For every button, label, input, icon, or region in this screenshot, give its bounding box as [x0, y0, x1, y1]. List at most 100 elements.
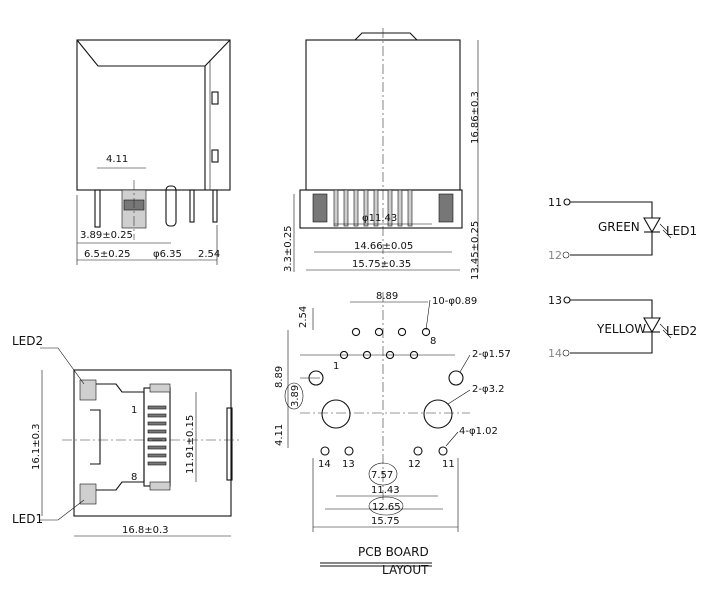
pcb-post-hole-right: [423, 399, 453, 429]
led2-ray-2: [662, 329, 672, 339]
led2-diode: [643, 317, 661, 334]
front-port-clip: [90, 409, 101, 465]
pin-13: 13: [548, 294, 562, 307]
front-pin-1: 1: [131, 405, 137, 416]
pcb-pin-11: 11: [442, 459, 455, 470]
pcb-hole: [351, 327, 361, 337]
pcb-shield-hole-left: [308, 370, 324, 386]
dim-889-left: 8.89: [274, 366, 285, 388]
leader-2-32: [447, 389, 471, 405]
rear-pin: [353, 189, 359, 227]
dim-389-bubble: [284, 382, 304, 410]
pcb-hole: [409, 350, 419, 360]
front-contact: [147, 421, 167, 426]
dim-1265: 12.65: [372, 502, 401, 513]
side-pin-mid: [189, 189, 195, 223]
front-top-latch: [149, 383, 171, 393]
dim-65: 6.5±0.25: [84, 249, 131, 260]
dim-254-pcb: 2.54: [298, 306, 309, 328]
rear-pin-row: [333, 189, 413, 227]
led1-ray-2: [662, 229, 672, 239]
front-pin-8: 8: [131, 472, 137, 483]
pcb-pin-8: 8: [430, 336, 436, 347]
pcb-hole: [362, 350, 372, 360]
pcb-led-hole-11: [438, 446, 448, 456]
side-latch-slot-2: [211, 149, 219, 163]
rear-pin: [387, 189, 393, 227]
led1-label: LED1: [666, 224, 697, 238]
front-bottom-latch: [149, 481, 171, 491]
led2-ray-1: [659, 323, 669, 333]
dim-254: 2.54: [198, 249, 220, 260]
dim-33: 3.3±0.25: [283, 225, 294, 272]
front-view: 1 8 LED2 LED1 16.1±0.3 11.91±0.15 16.8±0…: [12, 334, 240, 537]
pin-13-terminal: [563, 296, 571, 304]
dim-161: 16.1±0.3: [31, 423, 42, 470]
dim-168: 16.8±0.3: [122, 525, 169, 536]
pcb-post-hole-left: [321, 399, 351, 429]
side-bevel-top: [76, 39, 206, 190]
pcb-pin-13: 13: [342, 459, 355, 470]
front-contact: [147, 437, 167, 442]
dim-2-32: 2-φ3.2: [472, 384, 504, 395]
pin-12: 12: [548, 249, 562, 262]
dim-1575-pcb: 15.75: [371, 516, 400, 527]
side-bevel-corner: [204, 39, 231, 67]
side-pin-left: [94, 189, 101, 228]
dim-1466: 14.66±0.05: [354, 241, 413, 252]
rear-view: φ11.43 14.66±0.05 15.75±0.35 3.3±0.25 13…: [283, 28, 481, 280]
dim-389-pcb: 3.89: [290, 385, 301, 407]
led1-diode: [643, 217, 661, 234]
pin-12-terminal: [562, 251, 570, 259]
led2-wire-bottom: [570, 332, 653, 354]
led1-wire-top: [570, 201, 653, 218]
rear-led-pin-left: [312, 193, 328, 223]
side-peg: [165, 185, 177, 227]
dim-889-top: 8.89: [376, 291, 398, 302]
pcb-hole: [397, 327, 407, 337]
led1-wire-bottom: [570, 232, 653, 256]
front-led2-label: LED2: [12, 334, 43, 348]
front-body-outline: [73, 369, 232, 517]
front-led1-window: [79, 483, 97, 505]
pin-11: 11: [548, 196, 562, 209]
side-view: 4.11 3.89±0.25 6.5±0.25 φ6.35 2.54: [76, 39, 231, 265]
dim-4-102: 4-φ1.02: [459, 426, 498, 437]
led2-label: LED2: [666, 324, 697, 338]
pcb-led-hole-14: [320, 446, 330, 456]
rear-top-tab: [354, 32, 418, 41]
pcb-title-line2: LAYOUT: [382, 563, 429, 577]
dim-1143: φ11.43: [362, 213, 397, 224]
pin-14-terminal: [562, 349, 570, 357]
dim-757-bubble: [368, 462, 398, 486]
led-schematic: 11 12 GREEN LED1 13 14 YELLOW LED2: [548, 196, 697, 360]
rear-pin: [373, 189, 379, 227]
rear-pin: [333, 189, 339, 227]
pin-11-terminal: [563, 198, 571, 206]
leader-2-157: [459, 354, 471, 373]
pcb-pin-1: 1: [333, 361, 339, 372]
front-port-opening: [143, 387, 171, 487]
pcb-hole: [385, 350, 395, 360]
dim-389: 3.89±0.25: [80, 230, 133, 241]
rear-pin: [407, 189, 413, 227]
front-contact: [147, 413, 167, 418]
dim-1143-pcb: 11.43: [371, 485, 400, 496]
pcb-hole: [421, 327, 431, 337]
pcb-signal-holes: [339, 327, 431, 360]
pcb-led-hole-12: [413, 446, 423, 456]
side-latch-slot-1: [211, 91, 219, 105]
pcb-title-line1: PCB BOARD: [358, 545, 429, 559]
front-led1-leader: [40, 499, 85, 521]
dim-411: 4.11: [106, 154, 128, 165]
front-contact: [147, 461, 167, 466]
led1-color: GREEN: [598, 220, 640, 234]
dim-1686: 16.86±0.3: [470, 91, 481, 144]
dim-1191: 11.91±0.15: [185, 415, 196, 474]
pcb-pin-12: 12: [408, 459, 421, 470]
rear-pin: [397, 189, 403, 227]
dim-635: φ6.35: [153, 249, 182, 260]
front-side-tab: [226, 407, 233, 481]
